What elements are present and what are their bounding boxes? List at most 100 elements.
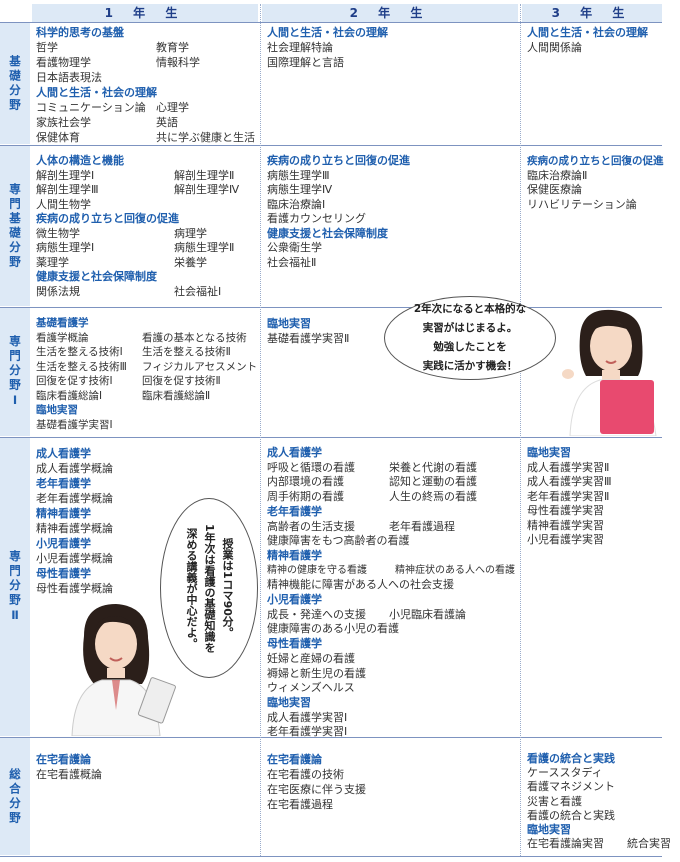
course: 栄養学 (174, 255, 207, 269)
course: 在宅看護概論 (36, 768, 102, 781)
course: 在宅医療に伴う支援 (267, 783, 366, 796)
course: 日本語表現法 (36, 71, 102, 84)
course: 心理学 (156, 101, 189, 114)
course: 栄養と代謝の看護 (389, 460, 477, 474)
course: 家族社会学 (36, 116, 91, 129)
course: 災害と看護 (527, 794, 582, 808)
course: 臨床看護総論Ⅰ (36, 389, 103, 402)
course: 健康障害のある小児の看護 (267, 622, 399, 636)
course: 妊婦と産婦の看護 (267, 651, 355, 665)
row-divider (0, 307, 662, 308)
course: 社会福祉Ⅱ (267, 255, 317, 269)
course: ケーススタディ (527, 766, 603, 780)
course: 看護の基本となる技術 (142, 331, 247, 344)
category-heading: 小児看護学 (36, 537, 91, 550)
course: 共に学ぶ健康と生活 (156, 131, 255, 144)
category-heading: 臨地実習 (36, 404, 78, 416)
course: 小児看護学概論 (36, 552, 113, 565)
course: 精神の健康を守る看護 (267, 564, 367, 576)
course: 看護カウンセリング (267, 212, 366, 225)
senmon-kiso-year2-cell: 疾病の成り立ちと回復の促進 病態生理学Ⅲ 病態生理学Ⅳ 臨床治療論Ⅰ 看護カウン… (267, 154, 410, 270)
category-heading: 在宅看護論 (267, 753, 322, 766)
course: 回復を促す技術Ⅰ (36, 375, 113, 387)
category-heading: 基礎看護学 (36, 317, 89, 329)
category-heading: 成人看護学 (267, 446, 322, 459)
course: フィジカルアセスメント (142, 360, 258, 373)
sogo-year2-cell: 在宅看護論 在宅看護の技術 在宅医療に伴う支援 在宅看護過程 (267, 752, 366, 812)
course: 回復を促す技術Ⅱ (142, 375, 221, 387)
category-heading: 看護の統合と実践 (527, 752, 615, 765)
category-heading: 小児看護学 (267, 593, 322, 607)
course: 生活を整える技術Ⅱ (142, 346, 231, 358)
category-heading: 健康支援と社会保障制度 (36, 270, 157, 283)
course: 社会福祉Ⅰ (174, 284, 222, 298)
course: 解剖生理学Ⅱ (174, 168, 235, 182)
course-row: 哲学教育学 (36, 40, 255, 55)
course: 臨床治療論Ⅱ (527, 168, 588, 182)
category-heading: 健康支援と社会保障制度 (267, 226, 388, 240)
course: 母性看護学概論 (36, 582, 113, 595)
category-heading: 老年看護学 (36, 477, 91, 490)
course: 保健医療論 (527, 183, 582, 196)
row-divider (0, 737, 662, 738)
course-row: 薬理学栄養学 (36, 256, 239, 271)
course: 人間生物学 (36, 197, 91, 211)
course: 褥婦と新生児の看護 (267, 666, 366, 680)
course: 哲学 (36, 41, 58, 54)
course: 英語 (156, 116, 178, 129)
course: 病理学 (174, 226, 207, 240)
bubble-line: 勉強したことを (433, 341, 507, 353)
category-heading: 疾病の成り立ちと回復の促進 (527, 155, 664, 167)
course: 微生物学 (36, 226, 80, 240)
course: 基礎看護学実習Ⅰ (36, 418, 113, 431)
sogo-year1-cell: 在宅看護論 在宅看護概論 (36, 752, 102, 782)
course-row: 精神の健康を守る看護精神症状のある人への看護 (267, 564, 515, 579)
category-heading: 臨地実習 (267, 695, 311, 709)
category-heading: 科学的思考の基盤 (36, 26, 124, 39)
bubble-line: 1年次は看護の基礎知識を (203, 523, 216, 653)
course: 小児臨床看護論 (389, 607, 466, 621)
bubble-line: 実習がはじまるよ。 (422, 322, 518, 334)
course-row: 周手術期の看護人生の終焉の看護 (267, 490, 515, 505)
course: 老年看護学実習Ⅱ (527, 489, 610, 503)
course-row: 高齢者の生活支援 老年看護過程 (267, 520, 515, 535)
category-heading: 成人看護学 (36, 447, 91, 460)
row-divider (0, 856, 662, 857)
category-heading: 母性看護学 (36, 567, 91, 580)
course-row: 関係法規社会福祉Ⅰ (36, 285, 239, 300)
course: 高齢者の生活支援 (267, 519, 355, 533)
course: 小児看護学実習 (527, 533, 604, 546)
bubble-line: 深める講義が中心だよ。 (185, 527, 198, 649)
course: 解剖生理学Ⅳ (174, 183, 240, 196)
category-heading: 臨地実習 (527, 446, 571, 459)
course: 看護マネジメント (527, 780, 615, 794)
category-heading: 老年看護学 (267, 504, 322, 518)
speech-bubble: 2年次になると本格的な 実習がはじまるよ。 勉強したことを 実践に活かす機会！ (384, 296, 556, 380)
category-heading: 母性看護学 (267, 637, 322, 651)
course: コミュニケーション論 (36, 101, 146, 114)
course-row: 保健体育 共に学ぶ健康と生活 (36, 130, 255, 145)
category-heading: 人間と生活・社会の理解 (527, 26, 648, 39)
course: 生活を整える技術Ⅲ (36, 360, 127, 373)
section-label-senmon-kiso: 専門基礎分野 (0, 146, 30, 306)
course: 老年看護過程 (389, 519, 455, 533)
course: 解剖生理学Ⅲ (36, 183, 99, 196)
senmon2-year3-cell: 臨地実習 成人看護学実習Ⅱ 成人看護学実習Ⅲ 老年看護学実習Ⅱ 母性看護学実習 … (527, 446, 612, 548)
sogo-year3-cell: 看護の統合と実践 ケーススタディ 看護マネジメント 災害と看護 看護の統合と実践… (527, 752, 671, 851)
header-year3: 3 年 生 (522, 4, 662, 22)
course-row: 生活を整える技術Ⅲ フィジカルアセスメント (36, 360, 257, 375)
course: 臨床治療論Ⅰ (267, 197, 326, 211)
course: 看護学概論 (36, 331, 89, 344)
category-heading: 人体の構造と機能 (36, 154, 124, 167)
course-row: 回復を促す技術Ⅰ 回復を促す技術Ⅱ (36, 374, 257, 389)
category-heading: 臨地実習 (267, 317, 311, 330)
bubble-line: 実践に活かす機会！ (422, 360, 518, 372)
course: 病態生理学Ⅰ (36, 241, 95, 254)
course: 保健体育 (36, 131, 80, 144)
student-photo (71, 604, 176, 736)
